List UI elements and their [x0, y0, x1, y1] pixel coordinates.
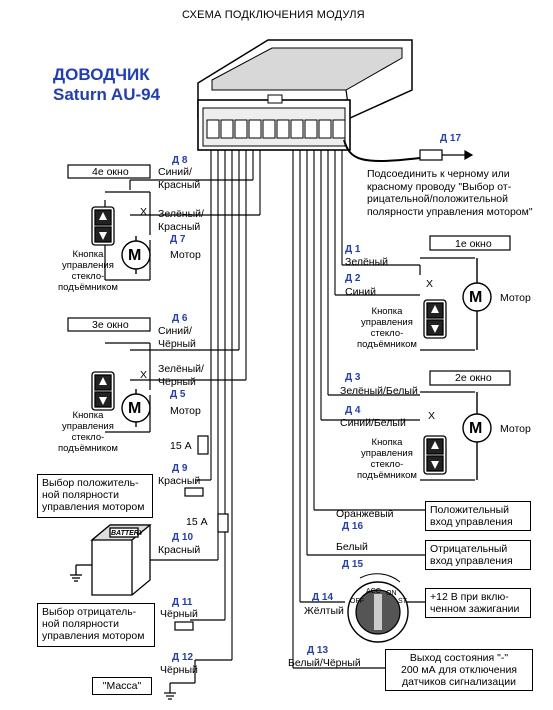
d15-pin: Д 15 [342, 559, 364, 570]
d16-pin: Д 16 [342, 521, 364, 532]
motor3-label: Мотор [170, 405, 201, 417]
d8-pin: Д 8 [172, 155, 188, 166]
battery [70, 524, 152, 596]
window1-wires [335, 235, 511, 351]
window3-label: 3е окно [92, 319, 129, 331]
d12-wire: Чёрный [160, 664, 198, 676]
d14-wire: Жёлтый [304, 605, 344, 617]
d9-wire: Красный [158, 475, 201, 487]
d13-pin: Д 13 [307, 645, 329, 656]
d2-wire: Синий [345, 286, 376, 298]
ignition-switch [347, 573, 409, 643]
window1-x: X [426, 278, 434, 290]
d11-pin: Д 11 [172, 597, 193, 608]
motor2-letter: M [469, 420, 483, 437]
motor4-letter: M [128, 247, 142, 264]
d8-wire: Синий/ Красный [158, 166, 201, 191]
brand-line1: ДОВОДЧИК [53, 65, 150, 84]
d13-wire: Белый/Чёрный [288, 657, 361, 669]
d4-pin: Д 4 [345, 405, 361, 416]
d4-wire: Синий/Белый [340, 417, 406, 429]
fuse2-label: 15 А [186, 516, 208, 528]
switch1-label: Кнопка управления стекло- подъёмником [357, 306, 417, 350]
ground-symbol [164, 683, 176, 700]
d5-wire: Зелёный/ Чёрный [158, 363, 204, 388]
d3-wire: Зелёный/Белый [340, 385, 418, 397]
d7-pin: Д 7 [170, 234, 186, 245]
d5-pin: Д 5 [170, 389, 186, 400]
d7-wire: Зелёный/ Красный [158, 208, 204, 233]
ign-acc: ACC [366, 588, 381, 595]
right-input-wires [293, 509, 425, 669]
d16-box: Положительный вход управления [425, 501, 531, 531]
diagram-title: СХЕМА ПОДКЛЮЧЕНИЯ МОДУЛЯ [182, 9, 365, 21]
motors [121, 236, 492, 480]
window4-wires [67, 164, 260, 281]
d14-pin: Д 14 [312, 592, 334, 603]
harness-wires [210, 150, 343, 668]
window3-x: X [140, 369, 148, 381]
motor3-letter: M [128, 400, 142, 417]
d6-pin: Д 6 [172, 313, 188, 324]
battery-text: BATTERY [111, 530, 144, 537]
d15-box: Отрицательный вход управления [425, 540, 531, 570]
d15-wire: Белый [336, 541, 368, 553]
window2-label: 2е окно [455, 372, 492, 384]
d9-pin: Д 9 [172, 463, 188, 474]
motor4-label: Мотор [170, 249, 201, 261]
d6-wire: Синий/ Чёрный [158, 325, 196, 350]
d13-box: Выход состояния "-" 200 мА для отключени… [385, 649, 533, 691]
d2-pin: Д 2 [345, 273, 361, 284]
d17-pin: Д 17 [440, 133, 462, 144]
d10-wire: Красный [158, 544, 201, 556]
brand-line2: Saturn AU-94 [53, 85, 161, 104]
motor2-label: Мотор [500, 423, 531, 435]
window3-wires [67, 317, 246, 433]
window4-x: X [140, 206, 148, 218]
switch3-label: Кнопка управления стекло- подъёмником [58, 410, 118, 454]
d3-pin: Д 3 [345, 372, 361, 383]
d10-pin: Д 10 [172, 532, 194, 543]
ground-box: "Масса" [92, 677, 152, 695]
module-unit [197, 39, 413, 151]
switch2-label: Кнопка управления стекло- подъёмником [357, 437, 417, 481]
d11-wire: Чёрный [160, 608, 198, 620]
d14-box: +12 В при вклю- ченном зажигании [425, 588, 531, 618]
switches [91, 206, 447, 475]
window1-label: 1е окно [455, 238, 492, 250]
ign-off: OFF [350, 598, 364, 605]
window2-x: X [428, 410, 436, 422]
d16-wire: Оранжевый [336, 508, 394, 520]
d11-box: Выбор отрицатель- ной полярности управле… [37, 603, 155, 647]
fuse1-label: 15 А [170, 440, 192, 452]
d1-pin: Д 1 [345, 244, 361, 255]
motor1-letter: M [469, 289, 483, 306]
d9-box: Выбор положитель- ной полярности управле… [37, 474, 153, 518]
left-power-wires [150, 435, 232, 684]
motor1-label: Мотор [500, 292, 531, 304]
d12-pin: Д 12 [172, 652, 194, 663]
window2-wires [321, 370, 511, 481]
ign-on: ON [386, 590, 397, 597]
d1-wire: Зелёный [345, 256, 389, 268]
d17-note: Подсоединить к черному или красному пров… [367, 168, 533, 218]
switch4-label: Кнопка управления стекло- подъёмником [58, 249, 118, 293]
d17-wire [343, 139, 441, 162]
window4-label: 4е окно [92, 166, 129, 178]
ign-st: ST [398, 598, 407, 605]
